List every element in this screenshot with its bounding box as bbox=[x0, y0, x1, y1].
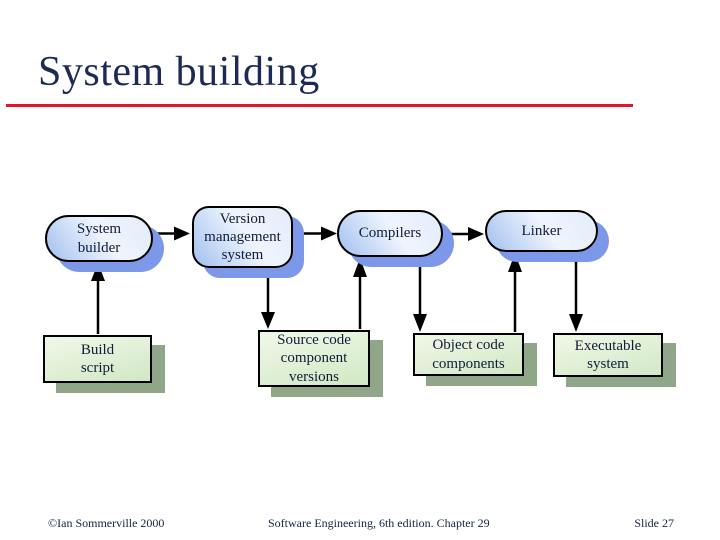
arrow-version-management-to-source-code bbox=[261, 268, 275, 329]
arrow-source-code-to-compilers bbox=[353, 258, 367, 329]
title-accent-rule bbox=[6, 104, 633, 107]
arrow-linker-to-executable bbox=[569, 253, 583, 332]
arrow-build-script-to-system-builder bbox=[91, 263, 105, 334]
slide-title: System building bbox=[38, 49, 320, 95]
footer-slide-number: Slide 27 bbox=[634, 516, 674, 530]
arrow-version-management-to-compilers bbox=[294, 226, 337, 241]
node-system-builder: System builder bbox=[45, 215, 153, 262]
node-source-code-component-versions: Source code component versions bbox=[258, 330, 370, 387]
node-executable-system: Executable system bbox=[553, 333, 663, 377]
node-linker: Linker bbox=[485, 210, 598, 252]
arrow-compilers-to-linker bbox=[443, 227, 484, 241]
footer-copyright: ©Ian Sommerville 2000 bbox=[48, 516, 165, 530]
node-build-script: Build script bbox=[43, 335, 152, 383]
arrow-compilers-to-object-code bbox=[413, 258, 427, 332]
node-version-management-system: Version management system bbox=[192, 206, 293, 268]
arrow-object-code-to-linker bbox=[508, 253, 522, 332]
node-object-code-components: Object code components bbox=[413, 333, 524, 376]
footer-book-reference: Software Engineering, 6th edition. Chapt… bbox=[268, 516, 490, 530]
arrow-system-builder-to-version-management bbox=[152, 226, 190, 241]
node-compilers: Compilers bbox=[337, 210, 443, 257]
